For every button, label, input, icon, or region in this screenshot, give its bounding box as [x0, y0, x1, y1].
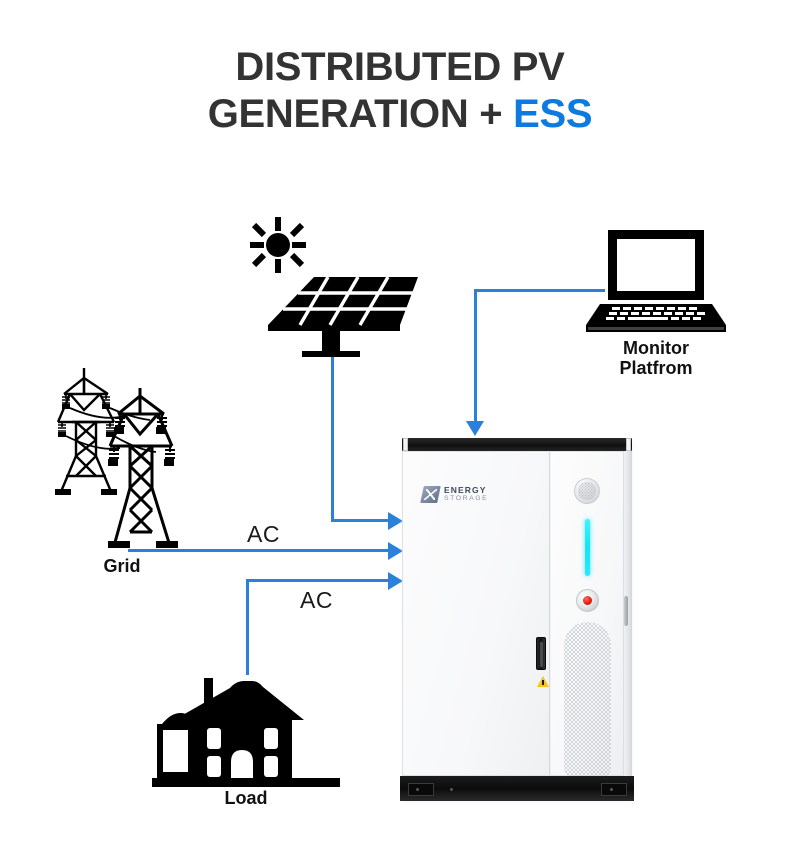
warning-triangle-icon	[537, 676, 549, 687]
cabinet-top-band	[402, 438, 632, 451]
load-label: Load	[224, 788, 268, 808]
wire-pv-horizontal	[331, 519, 391, 522]
cabinet-right-panel	[551, 452, 623, 780]
cabinet-foot-right	[601, 783, 627, 796]
grid-node[interactable]: Grid	[52, 360, 212, 576]
title-accent-ess: ESS	[513, 92, 593, 137]
wire-monitor-horizontal	[474, 289, 605, 292]
logo-primary-text: ENERGY	[444, 485, 487, 496]
cabinet-foot-left	[408, 783, 434, 796]
arrow-monitor-to-ess	[466, 421, 484, 436]
grid-label: Grid	[103, 556, 141, 576]
cabinet-base-plinth	[400, 776, 634, 801]
ventilation-grille	[564, 622, 611, 780]
wire-load-vertical	[246, 579, 249, 675]
arrow-grid-to-ess	[388, 542, 403, 560]
monitor-platform-node[interactable]: Monitor Platfrom	[586, 228, 726, 378]
cabinet-left-door[interactable]: ENERGY STORAGE	[403, 452, 550, 775]
solar-panel-node[interactable]	[240, 215, 430, 360]
laptop-icon	[586, 230, 726, 332]
circular-vent-icon	[574, 478, 600, 504]
cabinet-base-dot-right	[610, 788, 613, 791]
side-panel-handle[interactable]	[624, 596, 628, 626]
cabinet-base-dot-left	[416, 788, 419, 791]
title-line-2-main: GENERATION +	[207, 92, 514, 137]
wire-label-load-ac: AC	[300, 587, 333, 613]
logo-text: ENERGY STORAGE	[444, 486, 488, 502]
energy-storage-logo: ENERGY STORAGE	[420, 486, 488, 503]
wire-grid-horizontal	[128, 549, 393, 552]
led-status-strip	[585, 519, 590, 576]
wire-label-grid-ac: AC	[247, 521, 280, 547]
page-title: DISTRIBUTED PV GENERATION + ESS	[0, 44, 800, 138]
cabinet-top-notch-right	[626, 438, 631, 451]
cabinet-top-notch-left	[403, 438, 408, 451]
wire-load-horizontal	[246, 579, 393, 582]
door-handle[interactable]	[536, 637, 546, 670]
wire-pv-vertical	[331, 355, 334, 522]
power-indicator-button[interactable]	[576, 589, 599, 612]
arrow-pv-to-ess	[388, 512, 403, 530]
logo-mark-icon	[420, 486, 441, 503]
ess-cabinet[interactable]: ENERGY STORAGE	[398, 432, 643, 812]
transmission-tower-icon	[55, 368, 178, 548]
load-node[interactable]: Load	[152, 672, 340, 817]
logo-secondary-text: STORAGE	[444, 495, 489, 503]
title-line-2: GENERATION + ESS	[0, 91, 800, 138]
title-line-1: DISTRIBUTED PV	[235, 45, 565, 89]
monitor-platform-label: Monitor Platfrom	[619, 338, 693, 379]
solar-panel-icon	[250, 217, 418, 357]
arrow-ess-to-load	[388, 572, 403, 590]
cabinet-base-dot-mid	[450, 788, 453, 791]
wire-monitor-vertical	[474, 289, 477, 423]
house-icon	[152, 678, 340, 787]
